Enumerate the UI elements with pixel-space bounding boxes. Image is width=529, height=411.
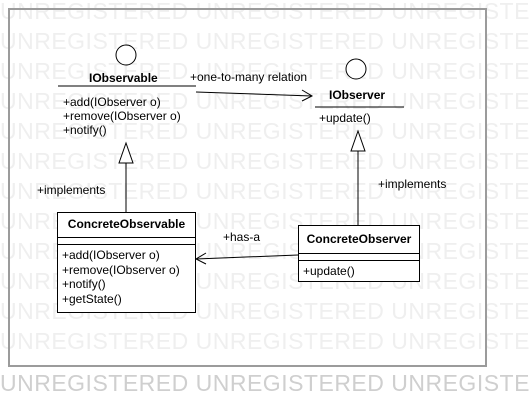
association-label: +has-a: [223, 230, 261, 244]
association-line: [195, 91, 313, 97]
watermark-text: UNREGISTERED UNREGISTERED UNREGISTERED: [0, 328, 529, 354]
class-box-concrete-observable[interactable]: ConcreteObservable +add(IObserver o) +re…: [57, 212, 196, 313]
arrowhead-icon: [301, 89, 314, 102]
watermark-text: UNREGISTERED UNREGISTERED UNREGISTERED: [0, 370, 529, 396]
interface-circle-icon: [115, 44, 137, 66]
watermark-text: UNREGISTERED UNREGISTERED UNREGISTERED: [0, 28, 529, 54]
watermark-text: UNREGISTERED UNREGISTERED UNREGISTERED: [0, 148, 529, 174]
class-operation: +notify(): [62, 277, 106, 291]
interface-operation: +update(): [319, 111, 371, 125]
watermark-text: UNREGISTERED UNREGISTERED UNREGISTERED: [0, 118, 529, 144]
diagram-frame: [8, 8, 487, 367]
association-label: +one-to-many relation: [190, 70, 308, 84]
class-name: ConcreteObservable: [58, 213, 195, 238]
watermark-text: UNREGISTERED UNREGISTERED UNREGISTERED: [0, 88, 529, 114]
class-operation: +remove(IObserver o): [62, 262, 180, 277]
interface-name: IObservable: [89, 71, 158, 85]
realization-triangle-icon: [118, 141, 134, 164]
watermark-text: UNREGISTERED UNREGISTERED UNREGISTERED: [0, 178, 529, 204]
watermark-text: UNREGISTERED UNREGISTERED UNREGISTERED: [0, 0, 529, 24]
interface-operation: +add(IObserver o): [63, 95, 161, 109]
interface-name: IObserver: [329, 88, 386, 102]
arrowhead-icon: [194, 252, 207, 265]
association-line: [195, 254, 299, 260]
interface-operation: +remove(IObserver o): [63, 109, 181, 123]
realization-label: +implements: [378, 177, 447, 191]
class-compartment-divider: [58, 244, 195, 245]
interface-operation: +notify(): [63, 123, 107, 137]
watermark-text: UNREGISTERED UNREGISTERED UNREGISTERED: [0, 58, 529, 84]
class-box-concrete-observer[interactable]: ConcreteObserver +update(): [298, 225, 420, 282]
realization-label: +implements: [37, 183, 106, 197]
class-operation: +add(IObserver o): [62, 248, 160, 262]
class-operation: +update(): [303, 264, 355, 278]
interface-circle-icon: [345, 58, 367, 80]
class-operations: +add(IObserver o) +remove(IObserver o) +…: [62, 248, 180, 306]
class-operations: +update(): [303, 264, 355, 279]
class-name: ConcreteObserver: [299, 226, 419, 254]
class-operation: +getState(): [62, 291, 122, 306]
realization-triangle-icon: [350, 129, 366, 152]
class-compartment-divider: [299, 260, 419, 261]
